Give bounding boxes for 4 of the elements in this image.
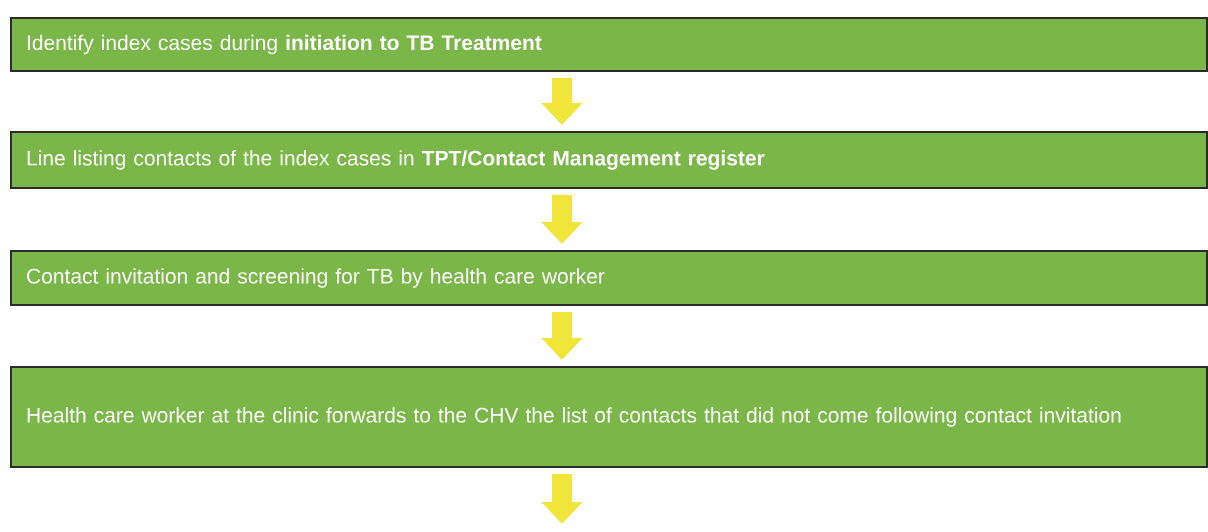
process-box: Health care worker at the clinic forwards to the CHV the list of contacts that did not come following contact invitation [10,366,1208,468]
process-box: Identify index cases during initiation to TB Treatment [10,17,1208,72]
process-box: Line listing contacts of the index cases in TPT/Contact Management register [10,131,1208,189]
process-box: Contact invitation and screening for TB by health care worker [10,250,1208,306]
